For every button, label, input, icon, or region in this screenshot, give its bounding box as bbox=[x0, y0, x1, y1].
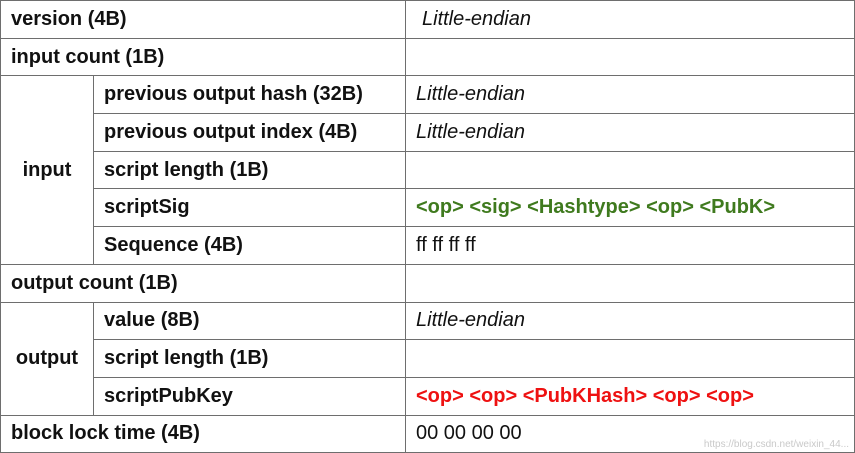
watermark: https://blog.csdn.net/weixin_44... bbox=[703, 439, 849, 450]
sequence-value: ff ff ff ff bbox=[405, 226, 855, 265]
version-value: Little-endian bbox=[405, 0, 855, 39]
lock-time-value: 00 00 00 00 bbox=[405, 414, 855, 453]
sequence-label: Sequence (4B) bbox=[93, 226, 406, 265]
table-row: output count (1B) bbox=[0, 263, 855, 303]
input-count-value bbox=[405, 37, 855, 77]
table-row: scriptSig <op> <sig> <Hashtype> <op> <Pu… bbox=[1, 188, 855, 228]
output-count-value bbox=[405, 263, 855, 303]
input-script-length-value bbox=[405, 150, 855, 190]
table-row: previous output index (4B) Little-endian bbox=[1, 113, 855, 152]
prev-hash-value: Little-endian bbox=[405, 75, 855, 115]
lock-time-label: block lock time (4B) bbox=[0, 414, 406, 453]
table-row: script length (1B) bbox=[1, 339, 855, 378]
version-label: version (4B) bbox=[0, 0, 406, 39]
output-group-label: output bbox=[0, 301, 94, 416]
output-value-value: Little-endian bbox=[405, 301, 855, 341]
script-sig-label: scriptSig bbox=[93, 188, 406, 228]
prev-hash-label: previous output hash (32B) bbox=[93, 75, 406, 115]
input-script-length-label: script length (1B) bbox=[93, 150, 406, 190]
table-row: scriptPubKey <op> <op> <PubKHash> <op> <… bbox=[1, 376, 855, 416]
table-row: script length (1B) bbox=[1, 150, 855, 190]
table-row: output value (8B) Little-endian bbox=[0, 301, 855, 416]
table-row: input previous output hash (32B) Little-… bbox=[0, 75, 855, 265]
output-count-label: output count (1B) bbox=[0, 263, 406, 303]
table-row: block lock time (4B) 00 00 00 00 bbox=[0, 414, 855, 453]
script-pubkey-value: <op> <op> <PubKHash> <op> <op> bbox=[405, 376, 855, 416]
table-row: version (4B) Little-endian bbox=[0, 0, 855, 39]
input-group-label: input bbox=[0, 75, 94, 265]
table-row: input count (1B) bbox=[0, 37, 855, 77]
script-sig-value: <op> <sig> <Hashtype> <op> <PubK> bbox=[405, 188, 855, 228]
output-value-label: value (8B) bbox=[93, 301, 406, 341]
input-count-label: input count (1B) bbox=[0, 37, 406, 77]
script-pubkey-label: scriptPubKey bbox=[93, 376, 406, 416]
prev-index-value: Little-endian bbox=[405, 113, 855, 152]
output-script-length-value bbox=[405, 339, 855, 378]
output-script-length-label: script length (1B) bbox=[93, 339, 406, 378]
table-row: Sequence (4B) ff ff ff ff bbox=[1, 226, 855, 265]
prev-index-label: previous output index (4B) bbox=[93, 113, 406, 152]
